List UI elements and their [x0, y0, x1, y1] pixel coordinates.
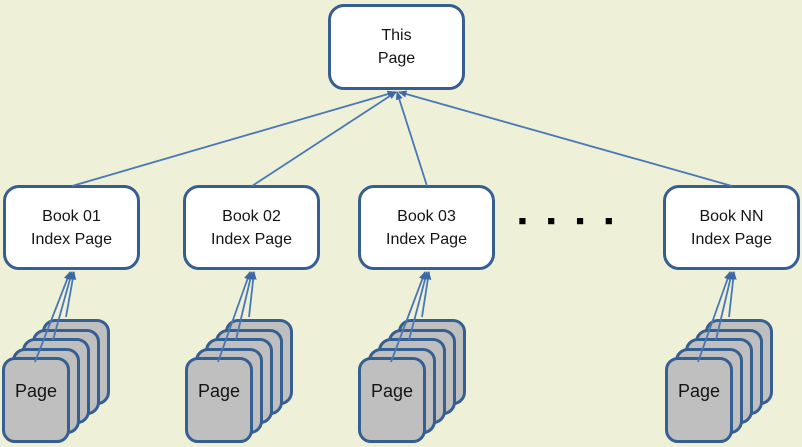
page-card-front: Page	[2, 357, 70, 443]
book-03-index-node: Book 03 Index Page	[358, 185, 495, 270]
connector-book02-root	[251, 91, 397, 187]
page-stack-book-02: Page	[185, 319, 293, 443]
root-node-label-line1: This	[381, 27, 412, 44]
page-stack-book-03: Page	[358, 319, 466, 443]
connector-book01-root	[71, 90, 396, 187]
book-01-index-node: Book 01 Index Page	[3, 185, 140, 270]
connector-pages-book03	[421, 271, 432, 318]
page-card-front: Page	[358, 357, 426, 443]
root-node-this-page: This Page	[328, 4, 465, 90]
connector-booknn-root	[398, 90, 733, 187]
book-nn-label-line1: Book NN	[699, 207, 764, 225]
page-card-label: Page	[370, 380, 414, 401]
connector-pages-book02	[248, 271, 257, 318]
ellipsis-dots-text: ▪ ▪ ▪ ▪	[518, 206, 614, 235]
page-card-front: Page	[665, 357, 733, 443]
page-card-label: Page	[14, 380, 58, 401]
page-stack-book-nn: Page	[665, 319, 773, 443]
page-card-label: Page	[197, 380, 241, 401]
connector-pages-book01	[65, 271, 77, 318]
page-stack-book-01: Page	[2, 319, 110, 443]
page-card-front: Page	[185, 357, 253, 443]
book-02-label-line2: Index Page	[211, 230, 292, 248]
book-01-label-line2: Index Page	[31, 230, 112, 248]
connector-pages-booknn	[728, 271, 737, 318]
root-node-label-line2: Page	[377, 50, 416, 67]
book-03-label-line2: Index Page	[386, 230, 467, 248]
connector-book03-root	[395, 91, 428, 187]
book-02-label-line1: Book 02	[222, 207, 281, 225]
book-01-label-line1: Book 01	[42, 207, 101, 225]
page-card-label: Page	[677, 380, 721, 401]
book-03-label-line1: Book 03	[397, 207, 456, 225]
book-nn-index-node: Book NN Index Page	[663, 185, 800, 270]
book-02-index-node: Book 02 Index Page	[183, 185, 320, 270]
book-nn-label-line2: Index Page	[691, 230, 772, 248]
ellipsis-dots: ▪ ▪ ▪ ▪	[518, 205, 613, 237]
